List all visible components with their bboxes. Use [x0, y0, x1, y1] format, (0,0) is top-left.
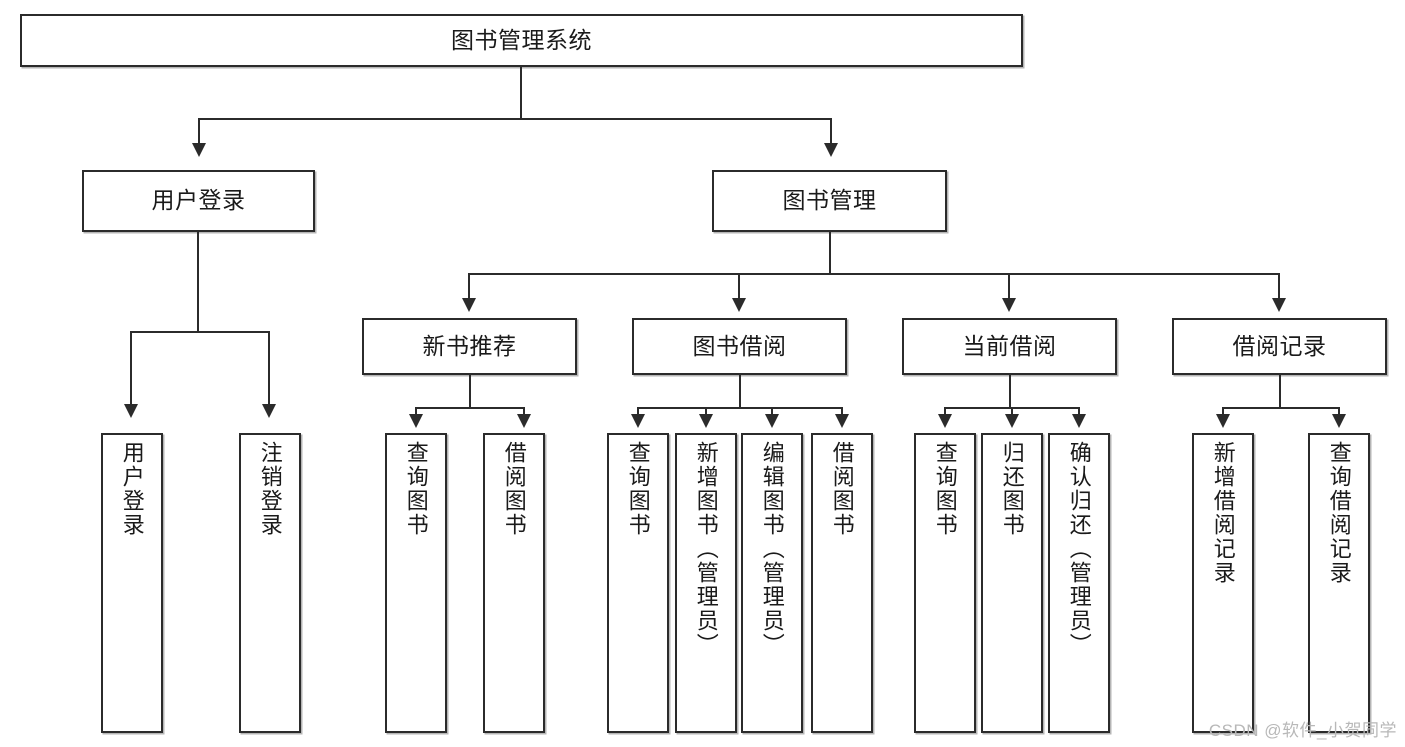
connector-new-book-bus — [415, 407, 525, 409]
connector-root-stem — [520, 67, 522, 119]
arrowhead-leaf-book-borrow-2 — [699, 414, 713, 428]
connector-borrow-record-drop-2 — [1338, 407, 1340, 415]
csdn-watermark: CSDN @软件_小贺同学 — [1208, 721, 1397, 740]
connector-borrow-record-bus — [1222, 407, 1340, 409]
connector-book-mgmt-drop-4 — [1278, 273, 1280, 298]
connector-book-mgmt-stem — [829, 232, 831, 274]
node-label: 新增借阅记录 — [1210, 441, 1236, 585]
node-root-system[interactable]: 图书管理系统 — [20, 14, 1023, 67]
connector-book-borrow-drop-1 — [637, 407, 639, 415]
leaf-current-borrow-query[interactable]: 查询图书 — [914, 433, 976, 733]
arrowhead-leaf-new-book-1 — [409, 414, 423, 428]
arrowhead-leaf-user-login-2 — [262, 404, 276, 418]
arrowhead-leaf-new-book-2 — [517, 414, 531, 428]
node-label: 图书管理系统 — [451, 26, 592, 53]
node-user-login[interactable]: 用户登录 — [82, 170, 315, 232]
arrowhead-to-new-book-recommend — [462, 298, 476, 312]
connector-book-borrow-drop-3 — [771, 407, 773, 415]
arrowhead-to-book-management — [824, 143, 838, 157]
connector-book-borrow-stem — [739, 375, 741, 408]
node-label: 新书推荐 — [422, 332, 517, 359]
connector-new-book-drop-1 — [415, 407, 417, 415]
node-current-borrow[interactable]: 当前借阅 — [902, 318, 1117, 375]
node-book-management[interactable]: 图书管理 — [712, 170, 947, 232]
leaf-user-login-logout[interactable]: 注销登录 — [239, 433, 301, 733]
arrowhead-leaf-current-borrow-2 — [1005, 414, 1019, 428]
node-label: 编辑图书（管理员） — [759, 441, 785, 657]
leaf-book-borrow-edit[interactable]: 编辑图书（管理员） — [741, 433, 803, 733]
arrowhead-leaf-current-borrow-3 — [1072, 414, 1086, 428]
connector-user-login-drop-1 — [130, 331, 132, 404]
node-label: 借阅图书 — [501, 441, 527, 537]
node-label: 查询借阅记录 — [1326, 441, 1352, 585]
connector-book-borrow-drop-2 — [705, 407, 707, 415]
connector-book-mgmt-drop-1 — [468, 273, 470, 298]
connector-book-mgmt-bus — [468, 273, 1280, 275]
connector-current-borrow-drop-3 — [1078, 407, 1080, 415]
node-label: 注销登录 — [257, 441, 283, 537]
node-borrow-record[interactable]: 借阅记录 — [1172, 318, 1387, 375]
leaf-user-login-login[interactable]: 用户登录 — [101, 433, 163, 733]
connector-current-borrow-stem — [1009, 375, 1011, 408]
arrowhead-leaf-user-login-1 — [124, 404, 138, 418]
connector-root-drop-left — [198, 118, 200, 143]
connector-book-mgmt-drop-2 — [738, 273, 740, 298]
arrowhead-to-user-login — [192, 143, 206, 157]
leaf-book-borrow-borrow[interactable]: 借阅图书 — [811, 433, 873, 733]
node-label: 图书借阅 — [692, 332, 787, 359]
arrowhead-to-book-borrow — [732, 298, 746, 312]
node-label: 查询图书 — [932, 441, 958, 537]
node-label: 借阅记录 — [1232, 332, 1327, 359]
leaf-new-book-query[interactable]: 查询图书 — [385, 433, 447, 733]
arrowhead-leaf-book-borrow-4 — [835, 414, 849, 428]
node-label: 归还图书 — [999, 441, 1025, 537]
connector-book-borrow-bus — [637, 407, 843, 409]
node-label: 当前借阅 — [962, 332, 1057, 359]
leaf-book-borrow-query[interactable]: 查询图书 — [607, 433, 669, 733]
node-label: 用户登录 — [151, 187, 246, 214]
connector-borrow-record-drop-1 — [1222, 407, 1224, 415]
connector-current-borrow-drop-1 — [944, 407, 946, 415]
connector-user-login-drop-2 — [268, 331, 270, 404]
connector-book-borrow-drop-4 — [841, 407, 843, 415]
node-book-borrow[interactable]: 图书借阅 — [632, 318, 847, 375]
leaf-current-borrow-confirm-return[interactable]: 确认归还（管理员） — [1048, 433, 1110, 733]
arrowhead-leaf-book-borrow-3 — [765, 414, 779, 428]
arrowhead-to-borrow-record — [1272, 298, 1286, 312]
arrowhead-leaf-book-borrow-1 — [631, 414, 645, 428]
arrowhead-leaf-borrow-record-1 — [1216, 414, 1230, 428]
leaf-current-borrow-return[interactable]: 归还图书 — [981, 433, 1043, 733]
node-label: 新增图书（管理员） — [693, 441, 719, 657]
connector-new-book-stem — [469, 375, 471, 408]
connector-user-login-stem — [197, 232, 199, 332]
arrowhead-to-current-borrow — [1002, 298, 1016, 312]
connector-root-bus — [198, 118, 832, 120]
node-label: 借阅图书 — [829, 441, 855, 537]
arrowhead-leaf-current-borrow-1 — [938, 414, 952, 428]
leaf-borrow-record-add[interactable]: 新增借阅记录 — [1192, 433, 1254, 733]
leaf-book-borrow-add[interactable]: 新增图书（管理员） — [675, 433, 737, 733]
node-label: 查询图书 — [403, 441, 429, 537]
node-label: 用户登录 — [119, 441, 145, 537]
node-label: 查询图书 — [625, 441, 651, 537]
connector-user-login-bus — [130, 331, 270, 333]
leaf-borrow-record-query[interactable]: 查询借阅记录 — [1308, 433, 1370, 733]
connector-current-borrow-drop-2 — [1011, 407, 1013, 415]
node-label: 图书管理 — [782, 187, 877, 214]
leaf-new-book-borrow[interactable]: 借阅图书 — [483, 433, 545, 733]
arrowhead-leaf-borrow-record-2 — [1332, 414, 1346, 428]
connector-book-mgmt-drop-3 — [1008, 273, 1010, 298]
connector-new-book-drop-2 — [523, 407, 525, 415]
connector-borrow-record-stem — [1279, 375, 1281, 408]
connector-root-drop-right — [830, 118, 832, 143]
node-new-book-recommend[interactable]: 新书推荐 — [362, 318, 577, 375]
node-label: 确认归还（管理员） — [1066, 441, 1092, 657]
